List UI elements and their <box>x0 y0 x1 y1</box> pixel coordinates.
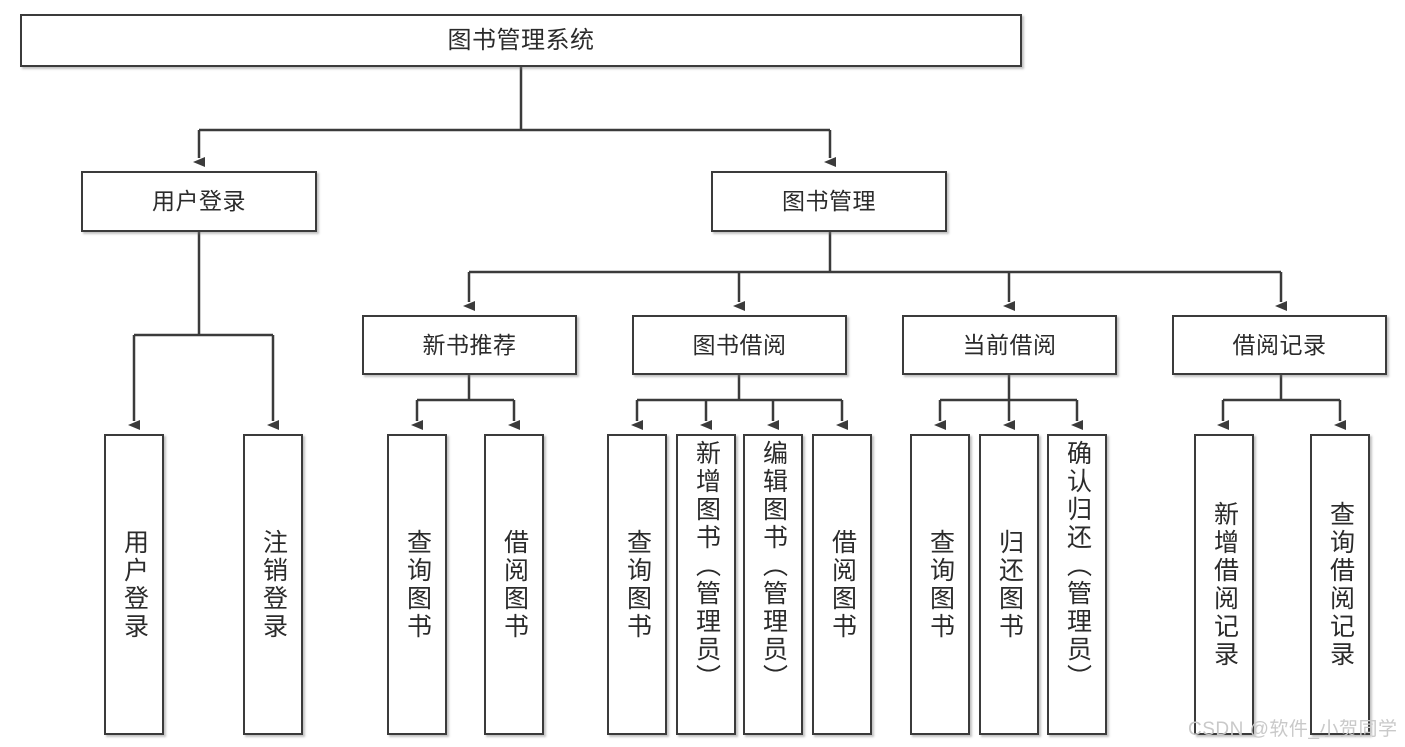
node-book-manage-label: 图书管理 <box>782 188 876 215</box>
node-leaf-edit-book-admin[interactable]: 编辑图书（管理员） <box>743 434 803 735</box>
node-leaf-edit-book-admin-label: 编辑图书（管理员） <box>759 440 788 692</box>
node-current-borrow[interactable]: 当前借阅 <box>902 315 1117 375</box>
node-book-manage[interactable]: 图书管理 <box>711 171 947 232</box>
node-book-borrow-label: 图书借阅 <box>692 331 787 358</box>
node-user-login-label: 用户登录 <box>152 188 246 215</box>
node-leaf-return-book-label: 归还图书 <box>995 528 1024 641</box>
node-new-book-recommend-label: 新书推荐 <box>422 331 517 358</box>
node-current-borrow-label: 当前借阅 <box>962 331 1057 358</box>
node-borrow-record[interactable]: 借阅记录 <box>1172 315 1387 375</box>
node-borrow-record-label: 借阅记录 <box>1232 331 1327 358</box>
node-leaf-query-book-3-label: 查询图书 <box>926 528 955 641</box>
node-leaf-return-book[interactable]: 归还图书 <box>979 434 1039 735</box>
node-leaf-query-book-2-label: 查询图书 <box>623 528 652 641</box>
node-leaf-add-borrow-record[interactable]: 新增借阅记录 <box>1194 434 1254 735</box>
node-leaf-user-login-label: 用户登录 <box>120 528 149 641</box>
node-leaf-borrow-book-1[interactable]: 借阅图书 <box>484 434 544 735</box>
node-leaf-query-book-1[interactable]: 查询图书 <box>387 434 447 735</box>
node-leaf-query-book-1-label: 查询图书 <box>403 528 432 641</box>
node-leaf-query-book-3[interactable]: 查询图书 <box>910 434 970 735</box>
node-root[interactable]: 图书管理系统 <box>20 14 1022 67</box>
node-leaf-user-login[interactable]: 用户登录 <box>104 434 164 735</box>
node-leaf-logout-login[interactable]: 注销登录 <box>243 434 303 735</box>
node-leaf-query-borrow-record-label: 查询借阅记录 <box>1326 500 1355 669</box>
node-new-book-recommend[interactable]: 新书推荐 <box>362 315 577 375</box>
node-leaf-confirm-return-admin[interactable]: 确认归还（管理员） <box>1047 434 1107 735</box>
node-leaf-add-borrow-record-label: 新增借阅记录 <box>1210 500 1239 669</box>
node-leaf-query-borrow-record[interactable]: 查询借阅记录 <box>1310 434 1370 735</box>
node-leaf-add-book-admin[interactable]: 新增图书（管理员） <box>676 434 736 735</box>
node-user-login[interactable]: 用户登录 <box>81 171 317 232</box>
node-book-borrow[interactable]: 图书借阅 <box>632 315 847 375</box>
csdn-watermark: CSDN @软件_小贺同学 <box>1188 719 1398 740</box>
node-leaf-borrow-book-1-label: 借阅图书 <box>500 528 529 641</box>
node-root-label: 图书管理系统 <box>447 26 595 54</box>
node-leaf-add-book-admin-label: 新增图书（管理员） <box>692 440 721 692</box>
node-leaf-confirm-return-admin-label: 确认归还（管理员） <box>1063 440 1092 692</box>
node-leaf-borrow-book-2[interactable]: 借阅图书 <box>812 434 872 735</box>
node-leaf-borrow-book-2-label: 借阅图书 <box>828 528 857 641</box>
node-leaf-query-book-2[interactable]: 查询图书 <box>607 434 667 735</box>
node-leaf-logout-login-label: 注销登录 <box>259 528 288 641</box>
